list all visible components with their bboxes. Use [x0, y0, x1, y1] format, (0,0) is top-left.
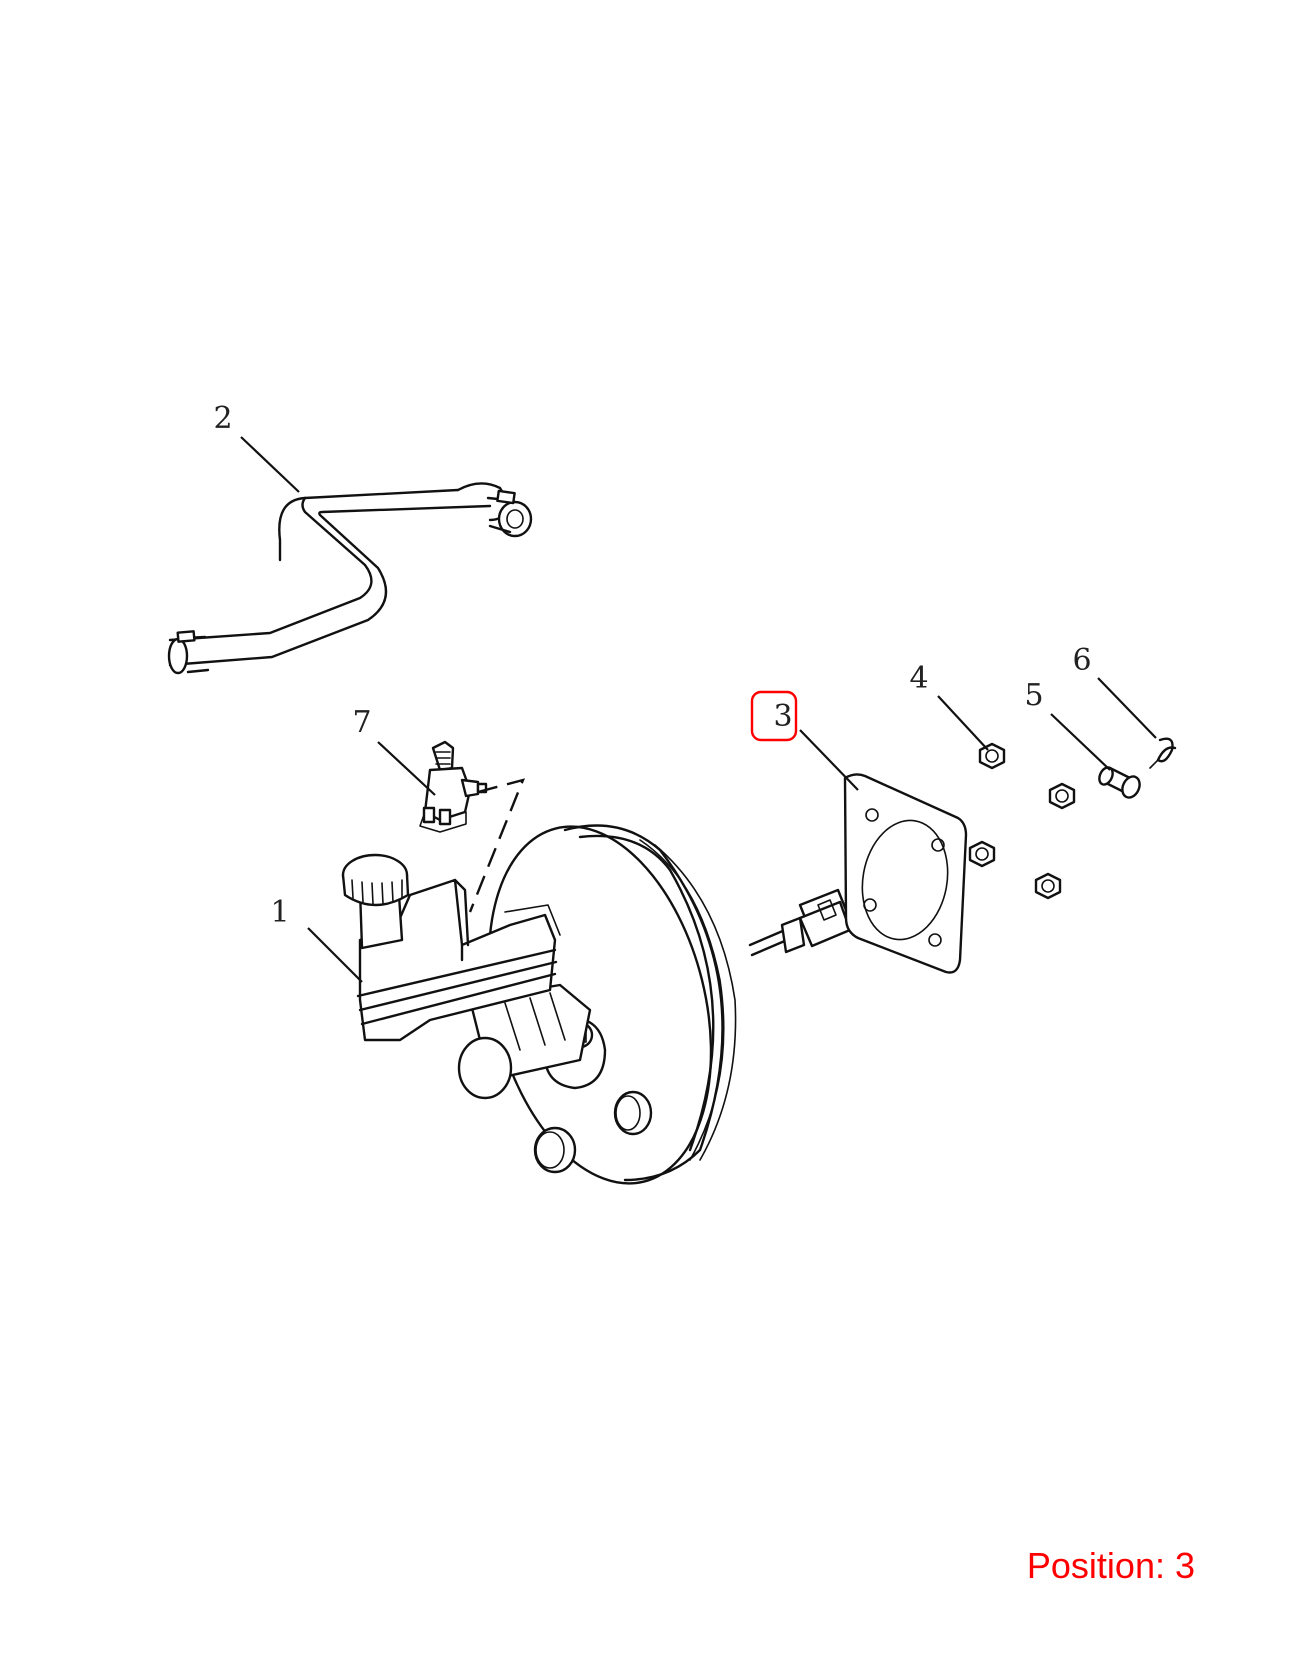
leader-line-1 [307, 927, 363, 983]
part-3-gasket[interactable] [843, 773, 968, 974]
callout-1[interactable]: 1 [270, 895, 289, 930]
callout-7[interactable]: 7 [352, 705, 371, 740]
callout-2[interactable]: 2 [213, 401, 232, 436]
nut-icon [1048, 782, 1076, 810]
part-6-clip-icon[interactable] [1149, 737, 1177, 769]
leader-line-2 [240, 436, 300, 493]
leader-line-4 [937, 695, 989, 751]
nut-icon [968, 840, 996, 868]
leader-line-5 [1050, 713, 1111, 771]
callout-4[interactable]: 4 [909, 661, 928, 696]
connection-dashed-line [468, 778, 526, 913]
position-label: Position: 3 [1026, 1545, 1195, 1586]
part-4-nut-icon[interactable] [978, 742, 1006, 770]
callout-5[interactable]: 5 [1024, 678, 1043, 713]
leader-line-7 [377, 741, 436, 796]
part-1-master-cylinder[interactable] [341, 853, 592, 1100]
hose-clamp-right-icon [486, 489, 533, 538]
nut-icon [1034, 872, 1062, 900]
leader-line-6 [1097, 677, 1157, 739]
part-2-hose[interactable] [167, 482, 533, 675]
callout-3-highlight-box [750, 690, 798, 742]
callout-3[interactable]: 3 [773, 699, 792, 734]
part-7-sensor[interactable] [419, 740, 488, 833]
callout-6[interactable]: 6 [1072, 643, 1091, 678]
leader-line-3 [799, 729, 859, 791]
part-5-clevis-pin-icon[interactable] [1097, 765, 1143, 800]
hose-clamp-left-icon [167, 630, 210, 675]
